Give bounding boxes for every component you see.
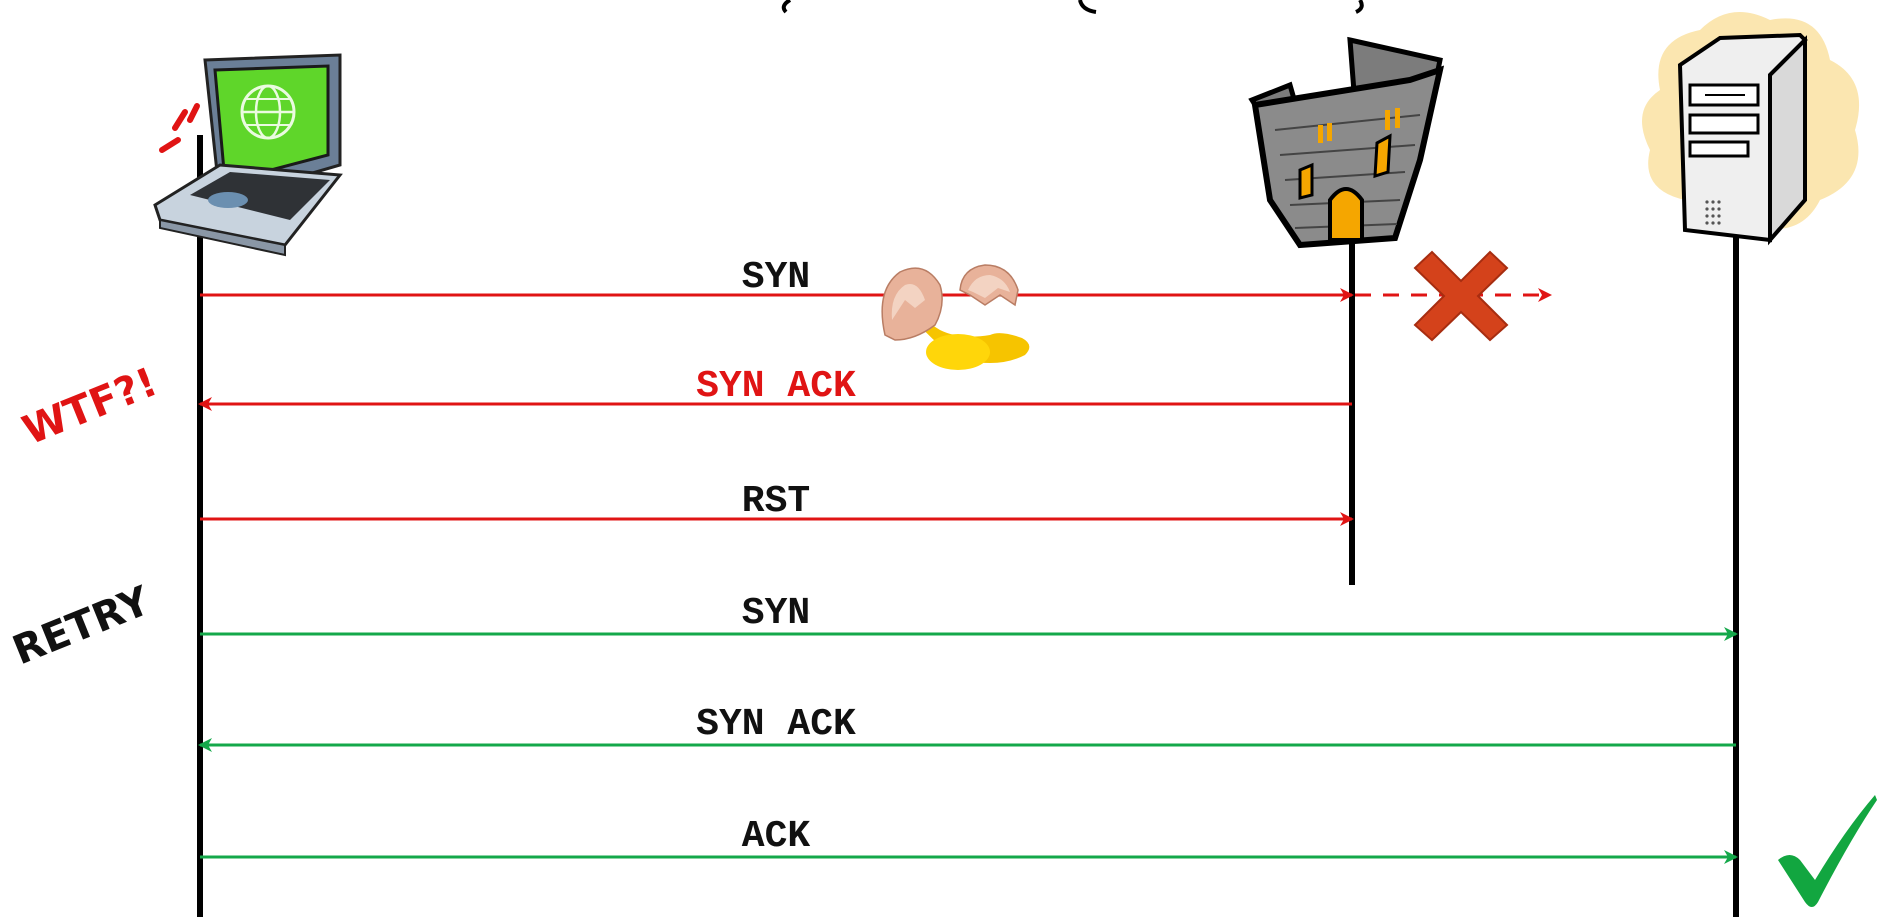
red-x-icon bbox=[1413, 250, 1509, 342]
broken-egg-icon bbox=[881, 264, 1030, 370]
alert-marks-icon bbox=[159, 103, 200, 153]
message-label: SYN bbox=[742, 592, 810, 635]
message-syn-retry: SYN bbox=[200, 592, 1738, 641]
green-check-icon bbox=[1778, 795, 1877, 907]
message-rst: RST bbox=[200, 480, 1354, 526]
message-ack-retry: ACK bbox=[200, 815, 1738, 864]
wtf-note: WTF?! bbox=[17, 359, 164, 454]
message-label: ACK bbox=[742, 815, 811, 858]
castle-tower-icon bbox=[1248, 36, 1445, 249]
retry-note: RETRY bbox=[7, 578, 158, 675]
message-label: SYN bbox=[742, 256, 810, 299]
message-synack-spoofed: SYN ACK bbox=[198, 365, 1352, 411]
cropped-title-fragment bbox=[781, 0, 1364, 14]
message-syn-blocked: SYN bbox=[200, 256, 1354, 302]
message-label: SYN ACK bbox=[696, 365, 856, 408]
server-tower-icon bbox=[1642, 12, 1860, 246]
laptop-globe-icon bbox=[153, 53, 343, 257]
message-label: RST bbox=[742, 480, 810, 523]
message-label: SYN ACK bbox=[696, 703, 856, 746]
message-synack-retry: SYN ACK bbox=[198, 703, 1736, 752]
